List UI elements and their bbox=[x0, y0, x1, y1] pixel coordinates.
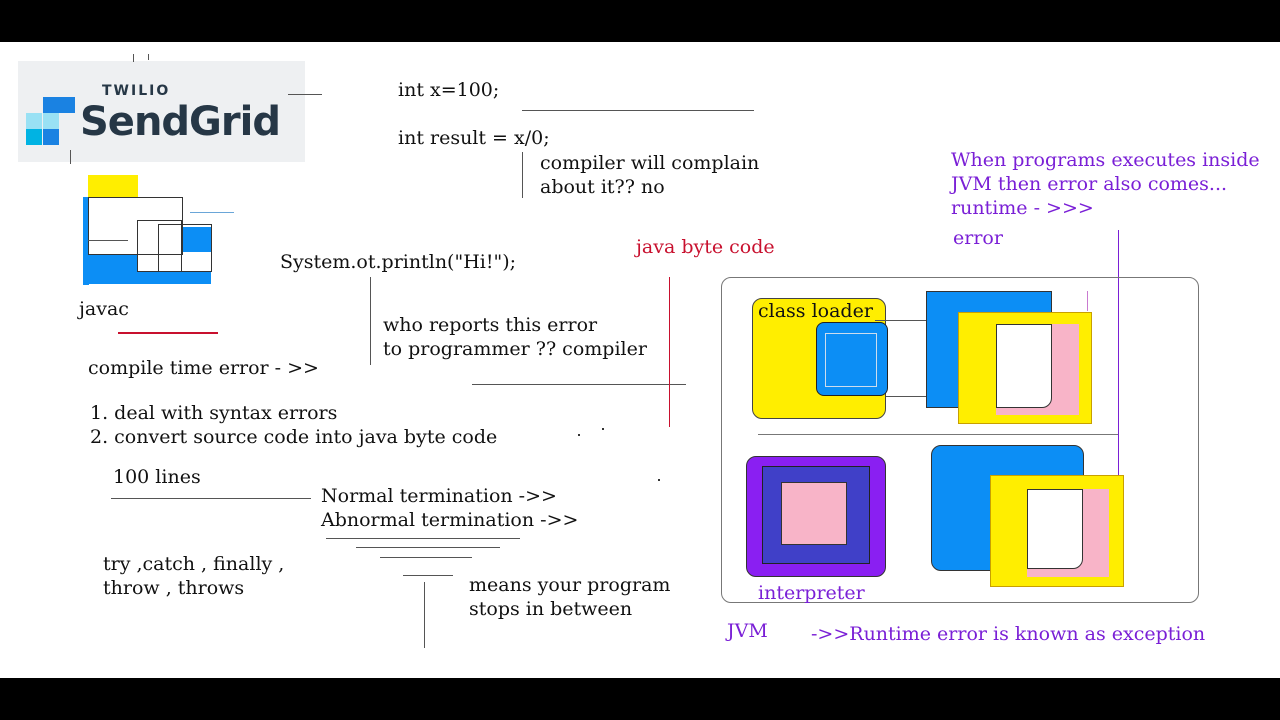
try-catch-line2: throw , throws bbox=[103, 577, 245, 599]
sendgrid-cube-icon bbox=[26, 97, 75, 145]
logo-sendgrid-text: SendGrid bbox=[80, 99, 281, 145]
compiler-question-line2: about it?? no bbox=[540, 176, 665, 198]
jvm-container bbox=[721, 277, 1199, 603]
compile-time-error-label: compile time error - >> bbox=[88, 357, 319, 379]
javac-label: javac bbox=[79, 298, 129, 320]
list-item-byte-code: 2. convert source code into java byte co… bbox=[90, 426, 498, 448]
class-loader-label: class loader bbox=[758, 300, 873, 322]
java-byte-code-label: java byte code bbox=[636, 236, 775, 258]
hundred-lines-label: 100 lines bbox=[113, 466, 201, 488]
try-catch-line1: try ,catch , finally , bbox=[103, 553, 285, 575]
logo-twilio-text: TWILIO bbox=[102, 83, 171, 99]
runtime-note-line3: runtime - >>> bbox=[951, 197, 1094, 219]
interpreter-label: interpreter bbox=[758, 582, 865, 604]
list-item-syntax-errors: 1. deal with syntax errors bbox=[90, 402, 338, 424]
abnormal-termination-label: Abnormal termination ->> bbox=[321, 509, 579, 531]
means-program-line2: stops in between bbox=[469, 598, 633, 620]
who-reports-line1: who reports this error bbox=[383, 314, 598, 336]
jvm-label: JVM bbox=[727, 620, 768, 642]
compiler-question-line1: compiler will complain bbox=[540, 152, 760, 174]
code-line-int-x: int x=100; bbox=[398, 79, 500, 101]
code-line-println: System.ot.println("Hi!"); bbox=[280, 251, 517, 273]
runtime-note-error: error bbox=[953, 227, 1003, 249]
runtime-exception-note: ->>Runtime error is known as exception bbox=[811, 623, 1206, 645]
whiteboard-canvas: TWILIO SendGrid int x=100; int result = … bbox=[0, 42, 1280, 678]
sendgrid-logo: TWILIO SendGrid bbox=[18, 61, 305, 162]
runtime-note-line1: When programs executes inside bbox=[951, 149, 1260, 171]
means-program-line1: means your program bbox=[469, 574, 671, 596]
runtime-note-line2: JVM then error also comes... bbox=[951, 173, 1228, 195]
code-line-result: int result = x/0; bbox=[398, 127, 550, 149]
who-reports-line2: to programmer ?? compiler bbox=[383, 338, 647, 360]
normal-termination-label: Normal termination ->> bbox=[321, 485, 557, 507]
